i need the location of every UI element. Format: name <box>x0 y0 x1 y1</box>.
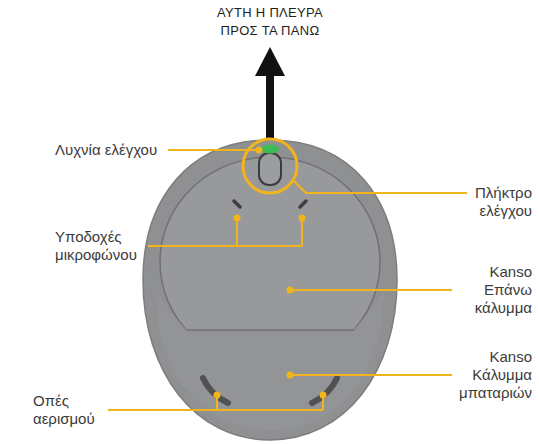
leader-line <box>293 180 467 193</box>
status-light <box>261 145 279 154</box>
control-button <box>259 153 281 185</box>
leader-line <box>290 289 452 291</box>
part-label: Kanso Κάλυμμα μπαταριών <box>459 348 532 402</box>
leader-line <box>290 374 452 376</box>
leader-dot <box>214 392 221 399</box>
leader-line <box>148 218 302 246</box>
part-label: Πλήκτρο ελέγχου <box>475 184 532 220</box>
leader-dot <box>299 215 306 222</box>
part-label: Λυχνία ελέγχου <box>55 141 157 159</box>
highlight-ring <box>243 139 297 193</box>
part-label: Υποδοχές μικροφώνου <box>55 228 137 264</box>
microphone-port <box>300 201 306 207</box>
part-label: Οπές αερισμού <box>33 392 95 428</box>
leader-dot <box>256 147 263 154</box>
part-label: Kanso Επάνω κάλυμμα <box>475 263 532 317</box>
leader-dot <box>320 392 327 399</box>
leader-dots <box>214 147 327 399</box>
leader-line <box>168 149 259 151</box>
orientation-note: ΑΥΤΗ Η ΠΛΕΥΡΑ ΠΡΟΣ ΤΑ ΠΑΝΩ <box>208 4 333 40</box>
vent-slot <box>203 378 228 403</box>
up-arrow-shaft <box>266 72 274 138</box>
vent-slot <box>312 378 337 403</box>
microphone-port <box>234 201 240 207</box>
up-arrow-head <box>255 47 285 76</box>
leader-dot <box>287 287 294 294</box>
leader-dot <box>287 372 294 379</box>
leader-dot <box>234 215 241 222</box>
leader-lines <box>108 150 467 410</box>
cover-seam <box>186 329 354 331</box>
